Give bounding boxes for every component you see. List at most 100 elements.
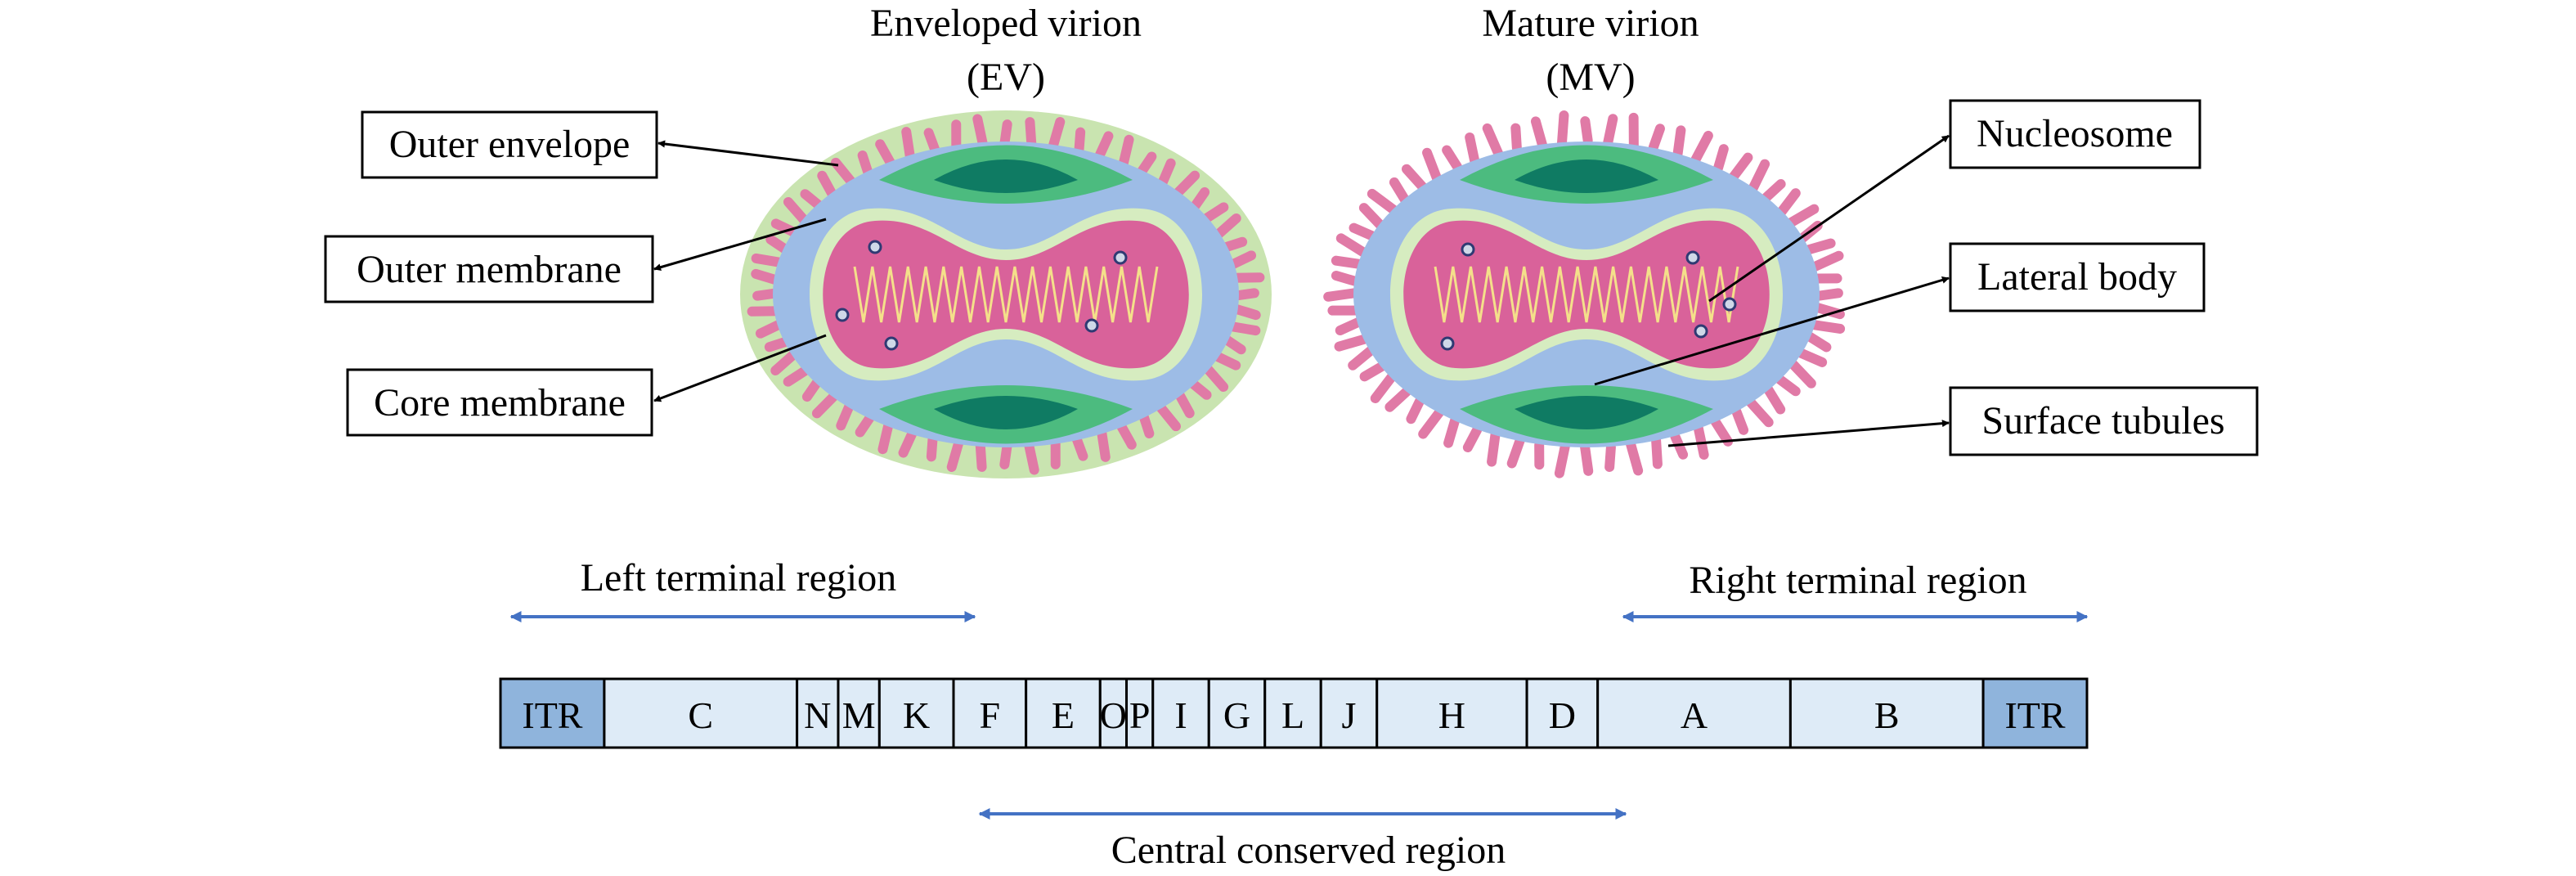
surface-tubule [1389,177,1410,204]
genome-segment-label: B [1874,694,1900,736]
leader-core-membrane [653,334,827,402]
surface-tubule [1731,407,1749,435]
surface-tubule [1580,116,1593,146]
leader-surface-tubules [1667,420,1950,447]
nucleosome-dot [1084,318,1099,333]
surface-tubule [1442,145,1462,172]
surface-tubule [999,119,1012,149]
dna-zigzag [853,266,1159,323]
genome-segment-box [1981,677,2089,749]
genome-segment-box [796,677,840,749]
dna-zigzag [1434,266,1739,323]
surface-tubule [1648,124,1665,152]
genome-segment-box [1025,677,1102,749]
genome-segment-label: ITR [522,694,582,736]
genome-segment-label: O [1100,694,1127,736]
mv-abbr: (MV) [1546,56,1635,99]
genome-segment-box [1376,677,1528,749]
genome-segment-label: L [1281,694,1304,736]
leader-outer-envelope [657,140,839,167]
surface-tubule [1602,114,1618,150]
surface-tubule [1814,288,1843,301]
surface-tubule [1650,433,1663,469]
nucleosome-dot [1685,250,1700,265]
leader-nucleosome [1708,134,1950,303]
genome-segment-label: A [1681,694,1708,736]
callout-core-membrane: Core membrane [346,368,653,437]
leader-lateral-body [1594,276,1950,386]
right-terminal-region-label: Right terminal region [1689,559,2026,602]
genome-segment-box [837,677,881,749]
surface-tubule [1534,440,1545,470]
surface-tubule [1510,123,1522,153]
nucleosome-dot [1461,242,1475,257]
nucleosome-dot [884,336,899,351]
genome-segment-label: F [980,694,1001,736]
surface-tubule [1812,273,1842,284]
nucleosome-dot [835,308,850,322]
core-shape [823,220,1189,369]
nucleosome-dot [1722,297,1737,312]
callout-lateral-body: Lateral body [1949,242,2206,312]
genome-segment-label: E [1052,694,1075,736]
callout-nucleosome: Nucleosome [1949,99,2201,169]
genome-segment-box [1151,677,1210,749]
genome-segment-label: C [688,694,713,736]
surface-tubule [1708,414,1733,447]
surface-tubule [1805,331,1832,353]
genome-segment-box [1263,677,1322,749]
genome-segment-box [1125,677,1155,749]
svg-text:Outer envelope: Outer envelope [389,123,631,166]
callout-surface-tubules: Surface tubules [1949,386,2259,456]
central-conserved-region-label: Central conserved region [1111,829,1506,872]
surface-tubule [1465,132,1480,168]
lateral-body-top-inner [1515,159,1658,193]
surface-tubule [1349,222,1377,241]
surface-tubule [1579,440,1594,476]
genome-segment-label: I [1174,694,1187,736]
surface-tubule [1604,442,1616,473]
left-terminal-region-label: Left terminal region [581,556,897,600]
surface-tubules [1323,110,1846,478]
nucleosome-dot [868,240,882,254]
ev-title: Enveloped virion [870,2,1142,45]
surface-tubule [1530,116,1548,152]
core-shape [1403,220,1770,369]
ev-abbr: (EV) [967,56,1045,99]
surface-tubule [1775,374,1801,397]
surface-tubule [1727,152,1753,184]
genome-segment-box [1596,677,1792,749]
surface-tubule [1761,179,1786,203]
genome-segment-label: D [1549,694,1576,736]
leader-outer-membrane [653,218,827,272]
surface-tubule [1672,125,1686,162]
genome-segment-box [499,677,606,749]
genome-segment-box [1525,677,1600,749]
svg-text:Lateral body: Lateral body [1977,255,2177,299]
nucleosome-dot [1440,336,1455,351]
svg-text:Outer membrane: Outer membrane [357,248,622,291]
svg-text:Surface tubules: Surface tubules [1981,399,2224,442]
genome-segment-box [1207,677,1267,749]
surface-tubule [1713,144,1729,173]
lateral-body-top-inner [934,159,1078,193]
genome-segment-box [603,677,799,749]
genome-segment-label: G [1223,694,1250,736]
genome-segment-label: P [1129,694,1151,736]
surface-tubule [1462,425,1483,452]
surface-tubule [1359,362,1387,382]
enveloped-virion [740,110,1272,478]
genome-segment-box [877,677,955,749]
surface-tubule [1331,271,1360,286]
genome-segment-label: ITR [2004,694,2065,736]
mature-virion [1323,110,1846,478]
surface-tubule [1335,317,1363,335]
surface-tubule [1506,434,1526,469]
genome-segment-label: K [903,694,930,736]
lateral-body-bottom-inner [934,396,1078,429]
nucleosome-dot [1113,250,1128,265]
nucleosome-dot [1694,324,1708,339]
genome-segment-label: N [804,694,831,736]
